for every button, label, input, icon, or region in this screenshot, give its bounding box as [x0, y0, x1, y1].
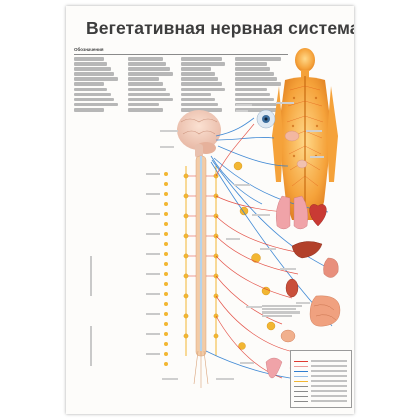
legend-entry: [181, 97, 215, 102]
legend-entry: [74, 92, 111, 97]
side-key: [262, 304, 306, 318]
legend-entry: [181, 107, 222, 112]
legend-entry: [181, 82, 222, 87]
legend-entry: [127, 82, 163, 87]
legend-entry: [74, 67, 111, 71]
legend-entry: [74, 62, 108, 66]
nervous-system-diagram: [90, 48, 341, 388]
legend-entry: [74, 82, 104, 87]
legend-entry: [234, 72, 274, 76]
brain: [177, 110, 221, 158]
legend-entry: [74, 77, 118, 81]
legend-entry: [74, 97, 115, 102]
legend-entry: [234, 97, 274, 102]
legend-entry: [127, 72, 174, 76]
legend-column: [181, 57, 231, 113]
legend-entry: [74, 102, 118, 107]
heart: [309, 204, 327, 227]
liver: [291, 241, 323, 259]
legend-entry: [74, 57, 104, 61]
legend-entry: [74, 107, 104, 112]
legend-entry: [181, 57, 222, 61]
legend-entry: [181, 102, 219, 107]
legend-entry: [127, 102, 160, 107]
legend-entry: [234, 77, 278, 81]
legend-column: [234, 57, 285, 113]
legend-entry: [234, 62, 267, 66]
legend-entry: [234, 92, 271, 97]
legend-entry: [74, 87, 108, 92]
spinal-cord: [193, 155, 209, 388]
legend-entry: [181, 72, 215, 76]
prevertebral-ganglia: [233, 161, 276, 350]
intestines: [309, 295, 341, 327]
poster: Вегетативная нервная система Обозначения: [66, 6, 354, 414]
bladder: [280, 329, 296, 343]
legend-entry: [181, 62, 226, 66]
legend-entry: [234, 67, 271, 71]
kidney: [285, 278, 299, 298]
segment-markers-left: [164, 172, 168, 366]
legend-divider: [74, 54, 288, 55]
legend-entry: [127, 62, 167, 66]
ear-gland: [296, 159, 308, 169]
salivary-gland: [284, 130, 300, 142]
legend-entry: [234, 87, 267, 92]
legend-entry: [181, 67, 212, 71]
legend-entry: [181, 77, 219, 81]
legend-entry: [127, 107, 163, 112]
legend-column: [127, 57, 178, 113]
legend-entry: [181, 92, 212, 97]
stomach: [323, 257, 339, 278]
legend-entry: [234, 57, 281, 61]
legend-key-box: [290, 350, 352, 408]
legend-heading: Обозначения: [74, 47, 104, 52]
legend-entry: [127, 67, 170, 71]
segment-labels-left: [90, 173, 160, 366]
legend-entry: [127, 77, 160, 81]
poster-title: Вегетативная нервная система: [86, 18, 354, 38]
legend-entry: [127, 92, 170, 97]
legend-entry: [127, 87, 167, 92]
legend-entry: [234, 102, 278, 107]
lungs: [275, 195, 309, 230]
legend-entry: [74, 72, 115, 76]
legend-entry: [234, 107, 281, 112]
eye: [256, 109, 276, 129]
legend-entry: [181, 87, 226, 92]
legend-entry: [127, 57, 163, 61]
body-silhouette: [272, 48, 338, 220]
diagram-annotations: [160, 102, 324, 380]
legend-entry: [127, 97, 174, 102]
legend-entry: [234, 82, 281, 87]
legend-column: [74, 57, 124, 113]
